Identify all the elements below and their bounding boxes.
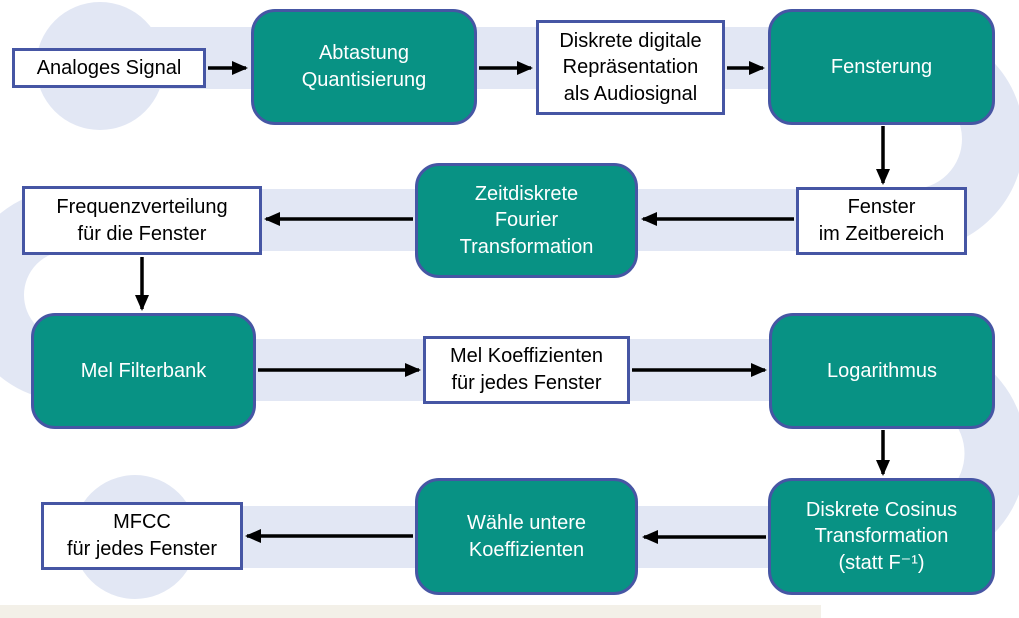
node-fensterung: Fensterung	[768, 9, 995, 125]
node-label: Zeitdiskrete Fourier Transformation	[459, 182, 594, 258]
node-analoges-signal: Analoges Signal	[12, 48, 206, 88]
node-label: Analoges Signal	[36, 56, 182, 79]
node-diskrete-repraesentation: Diskrete digitale Repräsentation als Aud…	[536, 20, 725, 115]
node-label: Diskrete Cosinus Transformation (statt F…	[805, 498, 958, 574]
node-logarithmus: Logarithmus	[769, 313, 995, 429]
node-label: Logarithmus	[826, 359, 938, 382]
node-mel-filterbank: Mel Filterbank	[31, 313, 256, 429]
node-mel-koeffizienten: Mel Koeffizienten für jedes Fenster	[423, 336, 630, 404]
node-label: Fensterung	[830, 55, 933, 78]
node-mfcc: MFCC für jedes Fenster	[41, 502, 243, 570]
node-abtastung-quantisierung: Abtastung Quantisierung	[251, 9, 477, 125]
node-frequenzverteilung: Frequenzverteilung für die Fenster	[22, 186, 262, 255]
footer-strip	[0, 605, 821, 618]
node-fenster-im-zeitbereich: Fenster im Zeitbereich	[796, 187, 967, 255]
node-diskrete-cosinus-transformation: Diskrete Cosinus Transformation (statt F…	[768, 478, 995, 595]
node-label: Abtastung Quantisierung	[301, 42, 427, 91]
node-waehle-untere-koeffizienten: Wähle untere Koeffizienten	[415, 478, 638, 595]
node-label: MFCC für jedes Fenster	[66, 511, 218, 560]
node-label: Frequenzverteilung für die Fenster	[56, 195, 228, 245]
node-label: Fenster im Zeitbereich	[818, 196, 945, 245]
node-label: Wähle untere Koeffizienten	[467, 511, 586, 561]
flow-path-band	[0, 27, 1019, 568]
node-label: Mel Koeffizienten für jedes Fenster	[449, 345, 604, 394]
node-label: Mel Filterbank	[80, 359, 207, 382]
node-fourier-transformation: Zeitdiskrete Fourier Transformation	[415, 163, 638, 278]
node-label: Diskrete digitale Repräsentation als Aud…	[559, 29, 702, 105]
